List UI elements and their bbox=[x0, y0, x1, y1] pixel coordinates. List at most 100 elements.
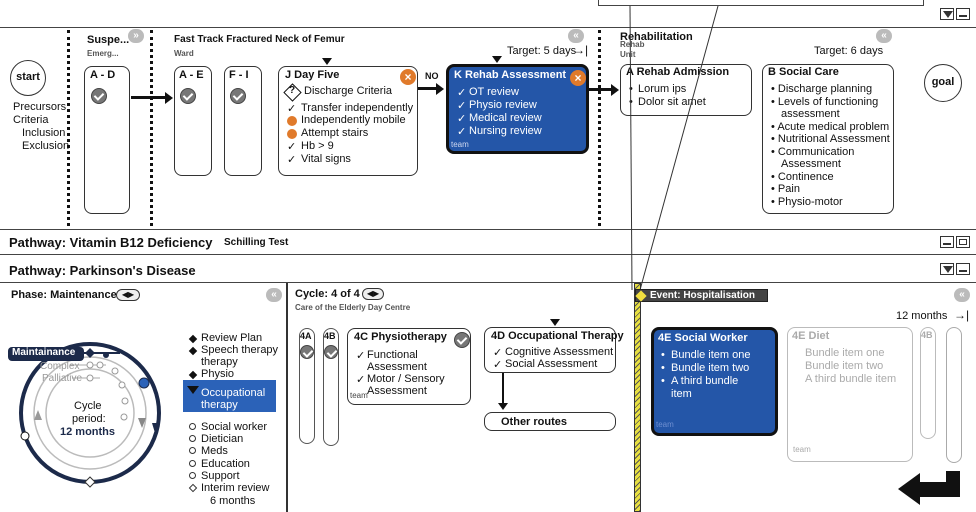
discharge-criteria-label: Discharge Criteria bbox=[304, 85, 393, 97]
goal-node[interactable]: goal bbox=[924, 64, 962, 102]
collapse-stage-icon[interactable]: « bbox=[876, 29, 892, 43]
card-j-day-five[interactable]: J Day Five × ? Discharge Criteria ✓ Tran… bbox=[278, 66, 418, 176]
goal-label: goal bbox=[931, 76, 955, 88]
start-node[interactable]: start bbox=[10, 60, 46, 96]
maintenance-pill[interactable] bbox=[8, 347, 84, 361]
expand-icon[interactable] bbox=[940, 8, 954, 20]
phase-nav-icon[interactable]: ◀▶ bbox=[116, 289, 140, 301]
event-line bbox=[634, 283, 641, 512]
activity-item[interactable]: Education bbox=[201, 458, 250, 470]
activity-item[interactable]: Social worker bbox=[201, 421, 268, 433]
ring-node bbox=[111, 367, 119, 375]
pathway-parkinsons-bar[interactable]: Pathway: Parkinson's Disease bbox=[0, 256, 976, 283]
maintenance-marker-icon bbox=[85, 348, 95, 358]
pathway-b12-extra: Schilling Test bbox=[224, 237, 289, 248]
event-step-4b[interactable]: 4B bbox=[920, 327, 936, 439]
speech-therapy-wrap: therapy bbox=[201, 356, 238, 368]
social-care-item: • Continence bbox=[771, 170, 834, 183]
collapse-stage-icon[interactable]: « bbox=[568, 29, 584, 43]
ring-node bbox=[86, 361, 94, 369]
social-care-item: • Communication Assessment bbox=[771, 145, 855, 171]
open-bullet-icon bbox=[189, 447, 196, 454]
activity-item[interactable]: Meds bbox=[201, 445, 228, 457]
minimize-icon[interactable] bbox=[940, 236, 954, 248]
card-a-e-title: A - E bbox=[179, 69, 204, 81]
card-4c-title: 4C Physiotherapy bbox=[354, 331, 447, 343]
open-diamond-icon bbox=[188, 483, 198, 493]
criteria-item: Hb > 9 bbox=[301, 140, 334, 152]
stage-subtitle-suspected: Emerg... bbox=[87, 49, 119, 58]
event-header[interactable]: Event: Hospitalisation bbox=[635, 289, 768, 302]
activity-item[interactable]: Physio bbox=[201, 368, 235, 380]
diet-bundle-item: A third bundle item bbox=[805, 373, 897, 385]
open-bullet-icon bbox=[189, 423, 196, 430]
exclusion-line: Exclusion bbox=[22, 140, 70, 152]
ring-node bbox=[120, 413, 128, 421]
ring-node-active bbox=[138, 377, 150, 389]
card-indicator-icon bbox=[322, 58, 332, 65]
check-icon bbox=[454, 332, 470, 348]
card-f-i[interactable]: F - I bbox=[224, 66, 262, 176]
ring-node bbox=[86, 374, 94, 382]
activity-item[interactable]: Dietician bbox=[201, 433, 244, 445]
cycle-period-line1: Cycle bbox=[74, 400, 102, 412]
arrow-down-icon bbox=[498, 403, 508, 410]
other-routes-button[interactable]: Other routes bbox=[484, 412, 616, 431]
card-a-d[interactable]: A - D bbox=[84, 66, 130, 214]
card-a-rehab-admission[interactable]: A Rehab Admission • Lorum ips • Dolor si… bbox=[620, 64, 752, 116]
restore-icon[interactable] bbox=[956, 236, 970, 248]
social-care-item: • Acute medical problem bbox=[771, 120, 890, 133]
bullet-glyph: • bbox=[661, 375, 665, 387]
check-mark-glyph: ✓ bbox=[457, 126, 467, 138]
arrow-head-icon bbox=[611, 84, 619, 96]
start-label: start bbox=[16, 71, 40, 83]
card-4c-physiotherapy[interactable]: 4C Physiotherapy ✓ Functional Assessment… bbox=[347, 328, 471, 405]
card-b-social-care[interactable]: B Social Care • Discharge planning • Lev… bbox=[762, 64, 894, 214]
no-branch-label: NO bbox=[425, 71, 439, 81]
ring-node bbox=[20, 431, 30, 441]
pathway-b12-bar[interactable]: Pathway: Vitamin B12 Deficiency Schillin… bbox=[0, 230, 976, 255]
cycle-step-4b[interactable]: 4B bbox=[323, 328, 339, 446]
minimize-icon[interactable] bbox=[956, 263, 970, 275]
check-icon bbox=[180, 88, 196, 104]
target-label: Target: 5 days bbox=[507, 45, 577, 57]
interim-review-label[interactable]: Interim review bbox=[201, 482, 270, 494]
collapse-phase-icon[interactable]: « bbox=[266, 288, 282, 302]
card-f-i-title: F - I bbox=[229, 69, 249, 81]
collapse-event-icon[interactable]: « bbox=[954, 288, 970, 302]
open-bullet-icon bbox=[189, 460, 196, 467]
fail-icon bbox=[287, 116, 297, 126]
social-care-item: • Pain bbox=[771, 183, 800, 195]
card-b-title: B Social Care bbox=[768, 66, 839, 78]
card-4d-occupational-therapy[interactable]: 4D Occupational Therapy ✓ Cognitive Asse… bbox=[484, 327, 624, 373]
fail-icon bbox=[287, 129, 297, 139]
check-mark-glyph: ✓ bbox=[493, 347, 503, 359]
event-step-empty[interactable] bbox=[946, 327, 962, 463]
close-icon[interactable]: × bbox=[400, 69, 416, 85]
selected-activity[interactable]: Occupational therapy bbox=[183, 380, 276, 412]
top-bar bbox=[0, 0, 976, 28]
direction-arrow-icon bbox=[138, 418, 146, 428]
cycle-nav-icon[interactable]: ◀▶ bbox=[362, 288, 384, 300]
event-title: Event: Hospitalisation bbox=[650, 290, 756, 301]
card-k-rehab-assessment[interactable]: K Rehab Assessment × ✓ OT review ✓ Physi… bbox=[446, 64, 589, 154]
minimize-icon[interactable] bbox=[956, 8, 970, 20]
interim-review-period: 6 months bbox=[210, 495, 256, 507]
criteria-line: Criteria bbox=[13, 114, 49, 126]
collapse-stage-icon[interactable]: » bbox=[128, 29, 144, 43]
social-care-item: • Levels of functioning assessment bbox=[771, 95, 879, 121]
close-icon[interactable]: × bbox=[570, 70, 586, 86]
activity-item[interactable]: Review Plan bbox=[201, 332, 263, 344]
card-a-e[interactable]: A - E bbox=[174, 66, 212, 176]
card-4e-social-worker[interactable]: 4E Social Worker • Bundle item one • Bun… bbox=[651, 327, 778, 436]
activity-item[interactable]: Support bbox=[201, 470, 240, 482]
pathway-b12-title: Pathway: Vitamin B12 Deficiency bbox=[9, 235, 213, 250]
back-arrow-icon[interactable] bbox=[898, 471, 964, 507]
bundle-item: Bundle item two bbox=[671, 362, 750, 374]
target-arrow-icon: →| bbox=[954, 308, 970, 322]
card-4e-diet[interactable]: 4E Diet Bundle item one Bundle item two … bbox=[787, 327, 913, 462]
activity-item[interactable]: Speech therapy bbox=[201, 344, 279, 356]
expand-icon[interactable] bbox=[940, 263, 954, 275]
cycle-step-4a[interactable]: 4A bbox=[299, 328, 315, 444]
assessment-item: Nursing review bbox=[469, 125, 542, 137]
